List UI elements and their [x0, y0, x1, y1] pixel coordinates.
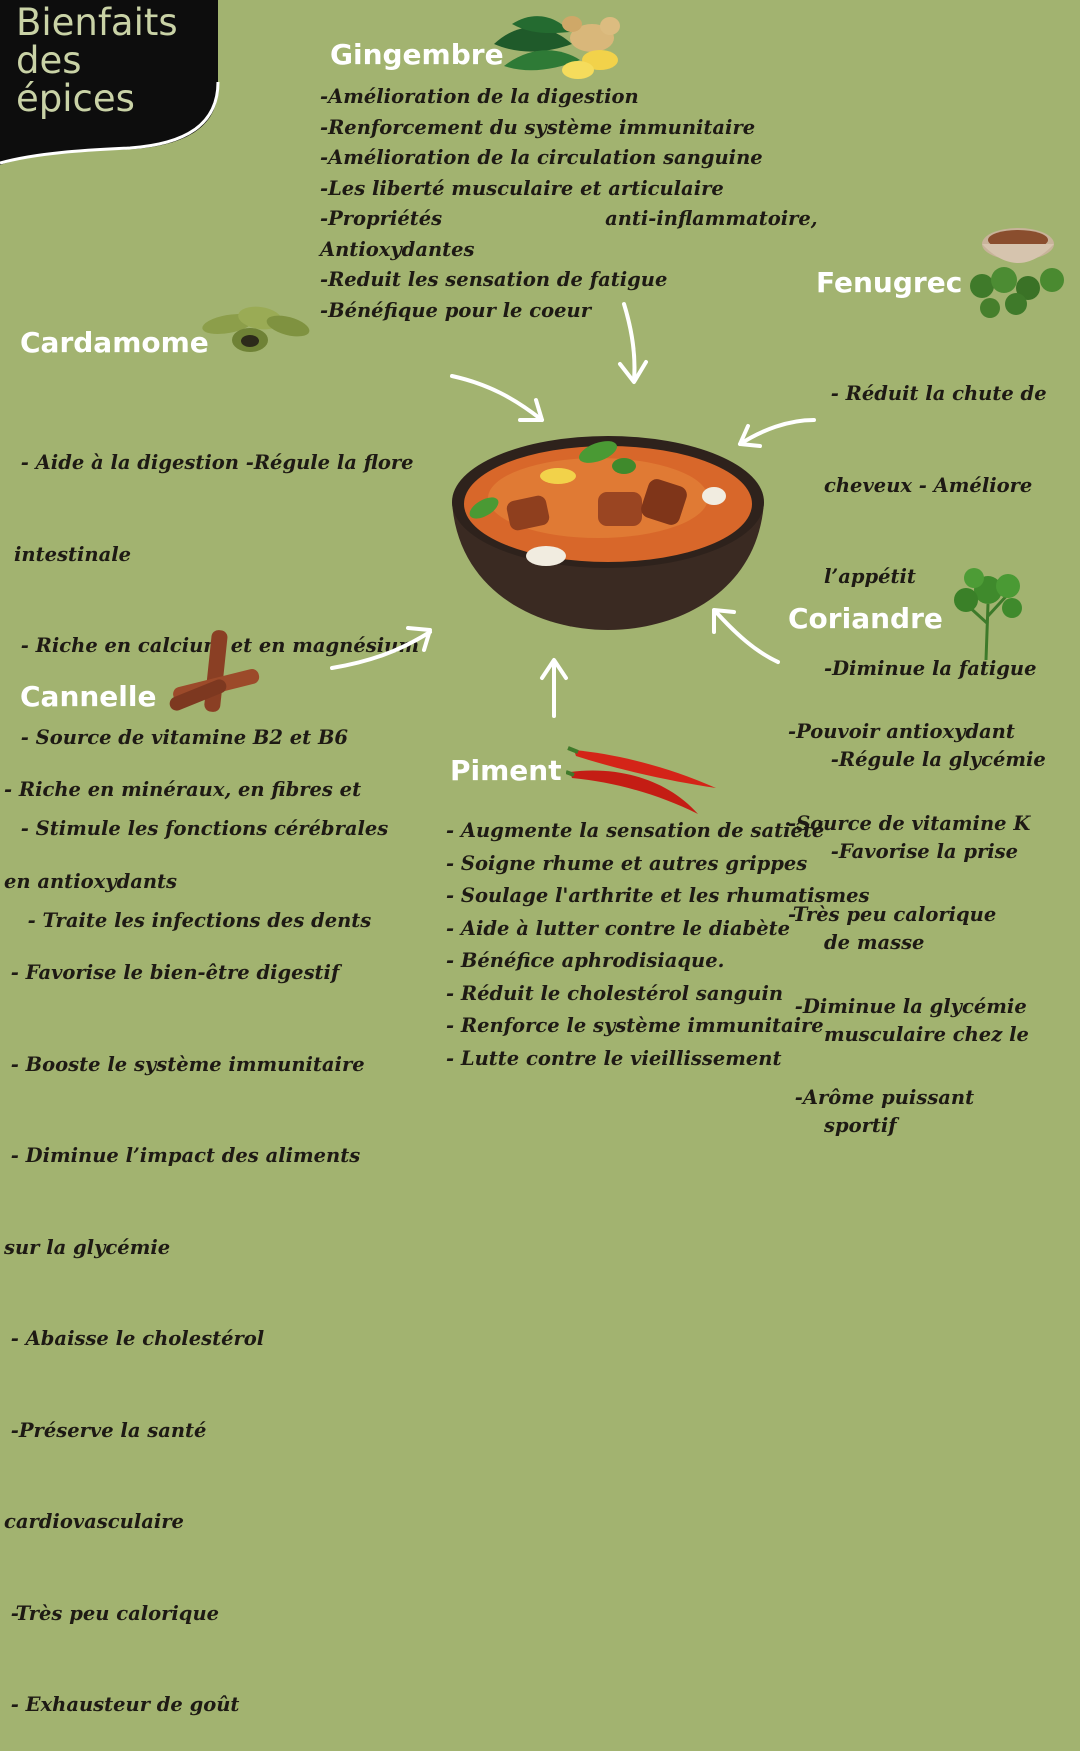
list-item: - Lutte contre le vieillissement: [446, 1046, 782, 1070]
list-item: -Reduit les sensation de fatigue: [320, 268, 668, 291]
list-item: -Renforcement du système immunitaire: [320, 115, 756, 139]
heading-piment: Piment: [450, 754, 562, 787]
cinnamon-icon: [169, 630, 260, 712]
cardamom-icon: [202, 306, 310, 352]
list-cannelle: - Riche en minéraux, en fibres et en ant…: [4, 714, 424, 1751]
list-item: en antioxydants: [4, 869, 177, 893]
list-item: - Booste le système immunitaire: [4, 1052, 365, 1076]
list-item: -Très peu calorique: [4, 1601, 220, 1625]
list-item: -Préserve la santé: [4, 1418, 207, 1442]
arrow-cannelle: [330, 626, 432, 670]
page-title: Bienfaits des épices: [16, 1, 178, 120]
heading-cardamome: Cardamome: [20, 326, 209, 359]
arrow-piment: [540, 658, 568, 718]
list-item: -Favorise la prise: [824, 839, 1019, 863]
arrow-gingembre: [618, 302, 648, 384]
list-item: - Exhausteur de goût: [4, 1693, 240, 1716]
title-tab-shape: [0, 0, 220, 165]
list-item: -Source de vitamine K: [788, 811, 1031, 835]
list-item: - Augmente la sensation de satiété: [446, 819, 825, 842]
list-item: - Bénéfice aphrodisiaque.: [446, 949, 725, 972]
list-item: - Réduit le cholestérol sanguin: [446, 981, 784, 1005]
arrow-cardamome: [450, 374, 544, 422]
list-item: -Amélioration de la digestion: [320, 85, 639, 108]
list-item: -Propriétés anti-inflammatoire,: [320, 207, 818, 230]
list-item: - Stimule les fonctions cérébrales: [14, 817, 389, 840]
list-item: - Traite les infections des dents: [14, 908, 372, 932]
heading-fenugrec: Fenugrec: [816, 266, 963, 299]
list-item: - Source de vitamine B2 et B6: [14, 725, 348, 749]
list-item: - Soigne rhume et autres grippes: [446, 851, 808, 875]
list-cardamome: - Aide à la digestion -Régule la flore i…: [14, 387, 464, 967]
list-item: cardiovasculaire: [4, 1510, 184, 1533]
list-item: -Très peu calorique: [788, 903, 997, 926]
list-item: Antioxydantes: [320, 237, 475, 261]
list-item: -Amélioration de la circulation sanguine: [320, 146, 763, 169]
heading-cannelle: Cannelle: [20, 680, 157, 713]
list-item: - Favorise le bien-être digestif: [4, 961, 340, 984]
list-item: -Les liberté musculaire et articulaire: [320, 176, 724, 200]
arrow-coriandre: [712, 608, 780, 664]
heading-coriandre: Coriandre: [788, 602, 943, 635]
list-item: - Réduit la chute de: [824, 382, 1047, 405]
list-item: -Régule la glycémie: [824, 748, 1046, 771]
list-item: -Diminue la glycémie: [788, 994, 1027, 1018]
list-item: - Abaisse le cholestérol: [4, 1327, 265, 1350]
list-item: -Pouvoir antioxydant: [788, 720, 1015, 743]
list-gingembre: -Amélioration de la digestion -Renforcem…: [320, 82, 920, 326]
list-item: cheveux - Améliore: [824, 473, 1033, 497]
coriander-icon: [954, 568, 1022, 661]
list-item: - Aide à lutter contre le diabète: [446, 916, 791, 940]
ginger-icon: [494, 16, 620, 79]
fenugreek-icon: [970, 228, 1064, 318]
list-item: - Diminue l’impact des aliments: [4, 1144, 361, 1167]
list-item: sur la glycémie: [4, 1235, 171, 1259]
heading-gingembre: Gingembre: [330, 38, 504, 71]
list-item: -Arôme puissant: [788, 1086, 975, 1109]
list-item: - Soulage l'arthrite et les rhumatismes: [446, 884, 870, 907]
list-item: - Riche en calcium et en magnésium: [20, 634, 419, 657]
list-item: - Riche en minéraux, en fibres et: [4, 778, 362, 801]
arrow-fenugrec: [738, 418, 816, 448]
list-piment: - Augmente la sensation de satiété - Soi…: [446, 815, 916, 1075]
list-item: -Diminue la fatigue: [824, 656, 1037, 680]
list-item: musculaire chez le: [824, 1022, 1029, 1046]
list-item: de masse: [824, 931, 925, 954]
list-item: intestinale: [14, 542, 132, 566]
corner-title-tab: Bienfaits des épices: [0, 0, 220, 165]
list-item: - Renforce le système immunitaire: [446, 1014, 824, 1037]
list-item: -Bénéfique pour le coeur: [320, 298, 591, 322]
chili-pepper-icon: [566, 746, 716, 814]
rice-bowl-image: [452, 436, 764, 630]
list-item: l’appétit: [824, 565, 916, 588]
list-item: - Aide à la digestion -Régule la flore: [14, 451, 414, 474]
